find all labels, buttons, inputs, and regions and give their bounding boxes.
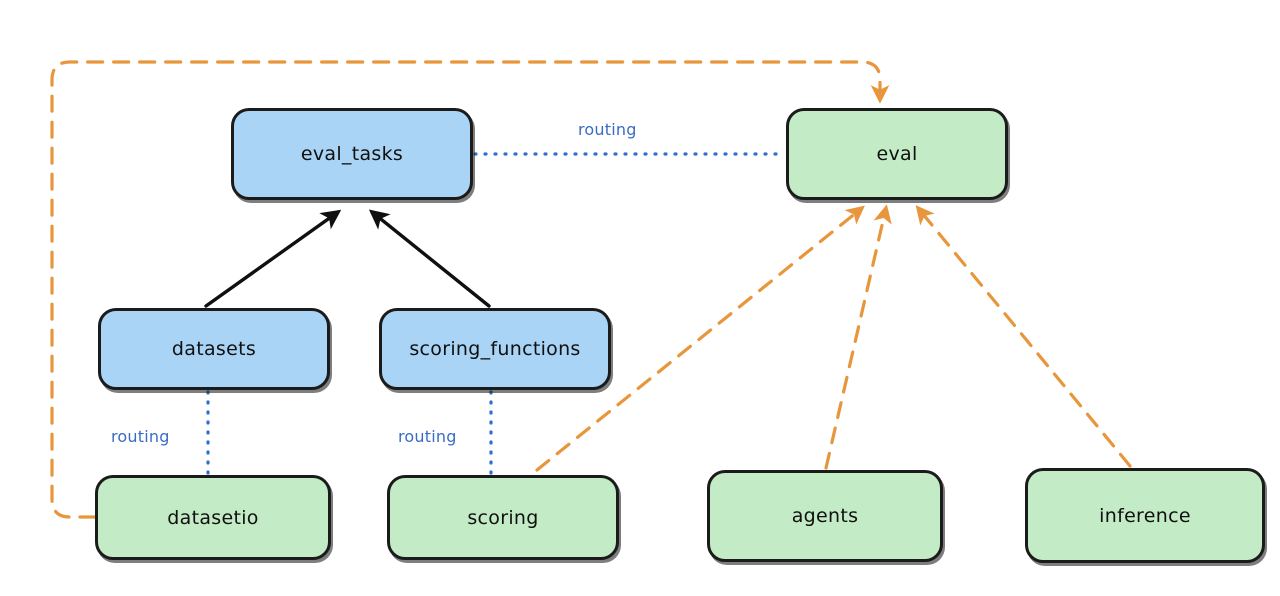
edge-agents-eval bbox=[824, 204, 892, 470]
node-label: scoring_functions bbox=[409, 338, 581, 360]
edge-label-routing-scoringfunctions-scoring: routing bbox=[398, 427, 457, 446]
node-label: inference bbox=[1099, 504, 1191, 527]
node-label: datasetio bbox=[167, 506, 259, 529]
node-scoring[interactable]: scoring bbox=[387, 475, 619, 560]
node-label: datasets bbox=[171, 338, 257, 360]
node-label: agents bbox=[791, 505, 859, 527]
node-agents[interactable]: agents bbox=[707, 470, 943, 562]
node-label: scoring bbox=[467, 506, 539, 529]
node-datasets[interactable]: datasets bbox=[98, 308, 330, 390]
edge-datasets-evaltasks bbox=[204, 209, 342, 308]
node-eval-tasks[interactable]: eval_tasks bbox=[231, 108, 473, 200]
edge-label-routing-evaltasks-eval: routing bbox=[578, 120, 637, 139]
edge-inference-eval bbox=[915, 205, 1132, 468]
edge-label-routing-datasets-datasetio: routing bbox=[111, 427, 170, 446]
node-scoring-functions[interactable]: scoring_functions bbox=[379, 308, 611, 390]
node-label: eval_tasks bbox=[300, 143, 404, 165]
node-inference[interactable]: inference bbox=[1025, 468, 1265, 563]
node-datasetio[interactable]: datasetio bbox=[95, 475, 331, 560]
node-eval[interactable]: eval bbox=[786, 108, 1008, 200]
node-label: eval bbox=[876, 143, 918, 165]
edge-scoringfunctions-evaltasks bbox=[368, 209, 491, 308]
